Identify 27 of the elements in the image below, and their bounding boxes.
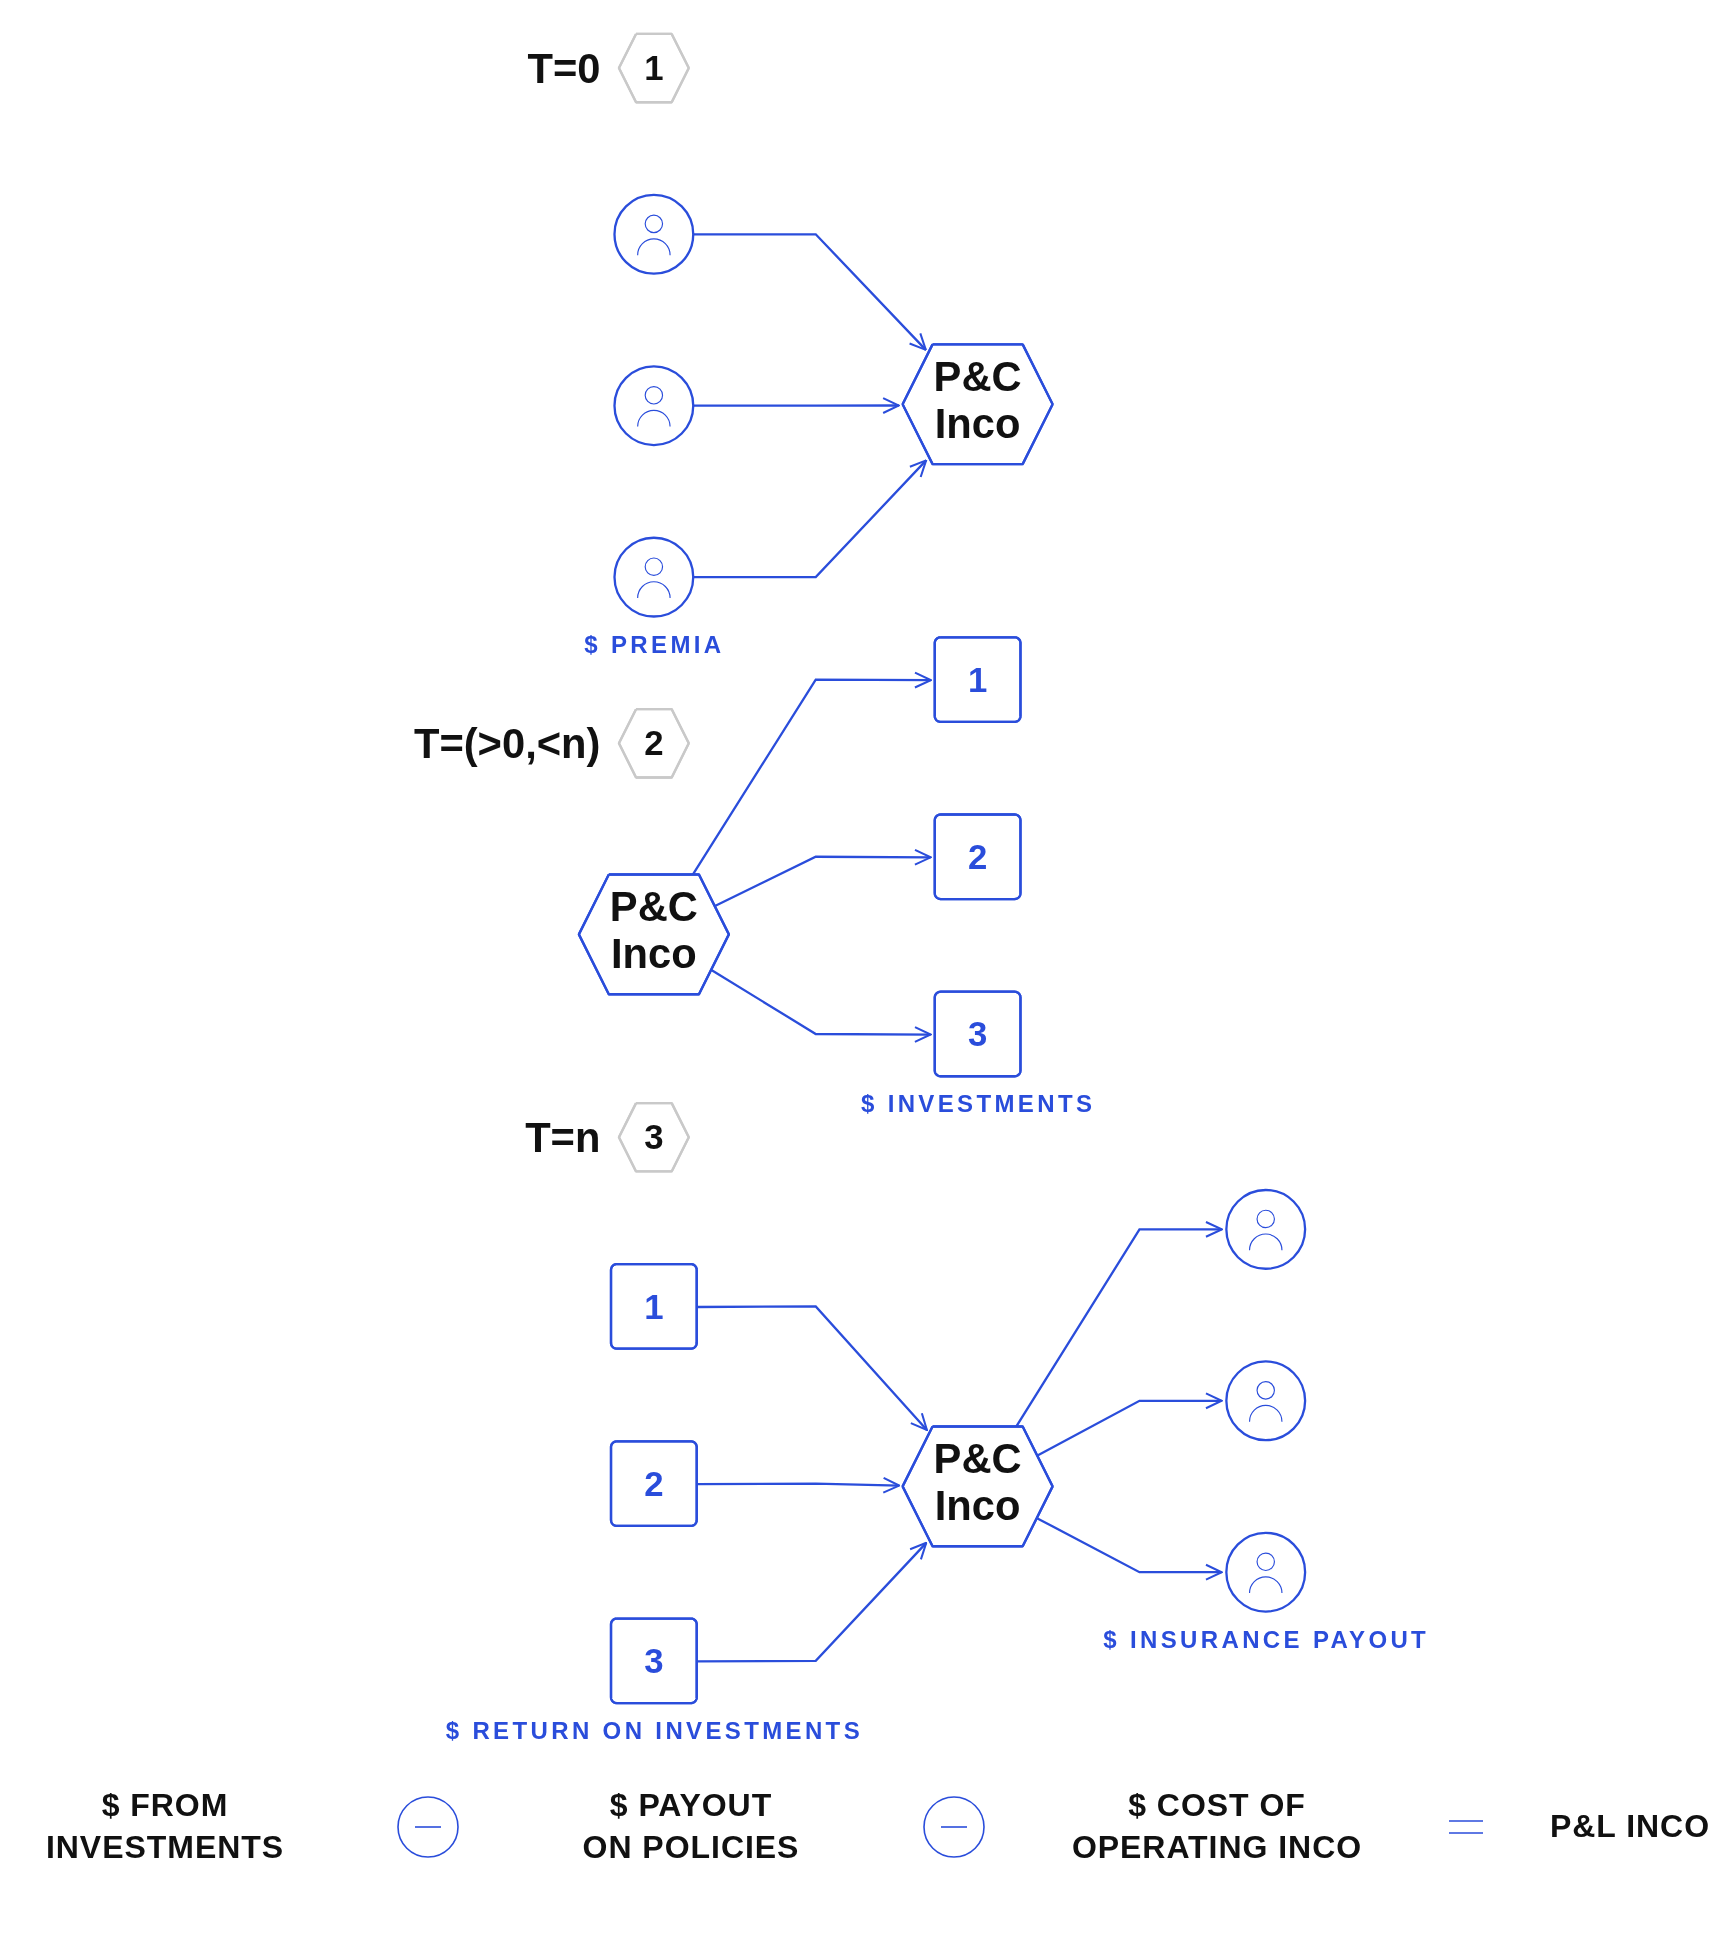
arrow	[1037, 1392, 1224, 1457]
arrow	[1037, 1517, 1224, 1581]
arrow	[697, 1541, 928, 1663]
equation-term: $ COST OF OPERATING INCO	[1070, 1786, 1364, 1867]
arrow	[697, 1476, 901, 1494]
time-label: T=n	[525, 1113, 601, 1161]
flow-label: $ RETURN ON INVESTMENTS	[445, 1717, 863, 1746]
arrow	[693, 397, 901, 414]
arrow	[697, 1305, 929, 1431]
node-person	[613, 193, 695, 275]
time-label: T=0	[527, 44, 601, 92]
arrow	[693, 459, 928, 579]
arrow	[693, 233, 928, 351]
arrow	[711, 969, 933, 1043]
node-person	[1225, 1531, 1307, 1613]
node-person	[613, 365, 695, 447]
time-label: T=(>0,<n)	[414, 719, 601, 767]
node-person	[1225, 1188, 1307, 1270]
arrow	[714, 848, 933, 907]
equation-term: $ PAYOUT ON POLICIES	[581, 1786, 801, 1867]
flow-label: $ INSURANCE PAYOUT	[1103, 1625, 1430, 1654]
node-person	[613, 536, 695, 618]
node-person	[1225, 1360, 1307, 1442]
equation-term: $ FROM INVESTMENTS	[44, 1786, 286, 1867]
equation-term: P&L INCO	[1550, 1806, 1710, 1846]
flow-label: $ PREMIA	[584, 630, 725, 659]
flow-label: $ INVESTMENTS	[860, 1090, 1096, 1119]
